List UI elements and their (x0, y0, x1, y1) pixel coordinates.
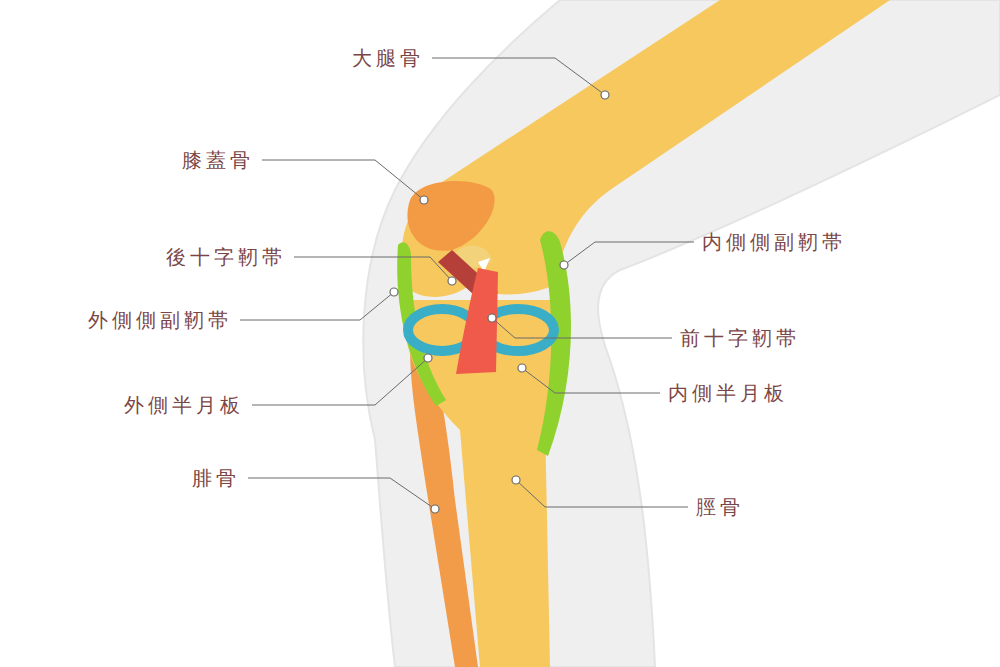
leader-lines (240, 58, 694, 509)
part-label: 腓骨 (192, 466, 240, 490)
part-label: 外側側副靭帯 (88, 308, 232, 332)
part-label: 大腿骨 (352, 46, 424, 70)
part-label: 外側半月板 (124, 393, 244, 417)
femur (402, 0, 890, 297)
part-label: 後十字靭帯 (166, 245, 286, 269)
leader-dots (390, 91, 609, 513)
part-label: 内側半月板 (668, 381, 788, 405)
part-label: 内側側副靭帯 (702, 230, 846, 254)
anterior-cruciate-ligament (456, 268, 498, 374)
part-label: 膝蓋骨 (182, 148, 254, 172)
part-label: 前十字靭帯 (680, 326, 800, 350)
patella (407, 181, 494, 251)
part-label: 脛骨 (696, 495, 744, 519)
leg-silhouette (363, 0, 1000, 667)
